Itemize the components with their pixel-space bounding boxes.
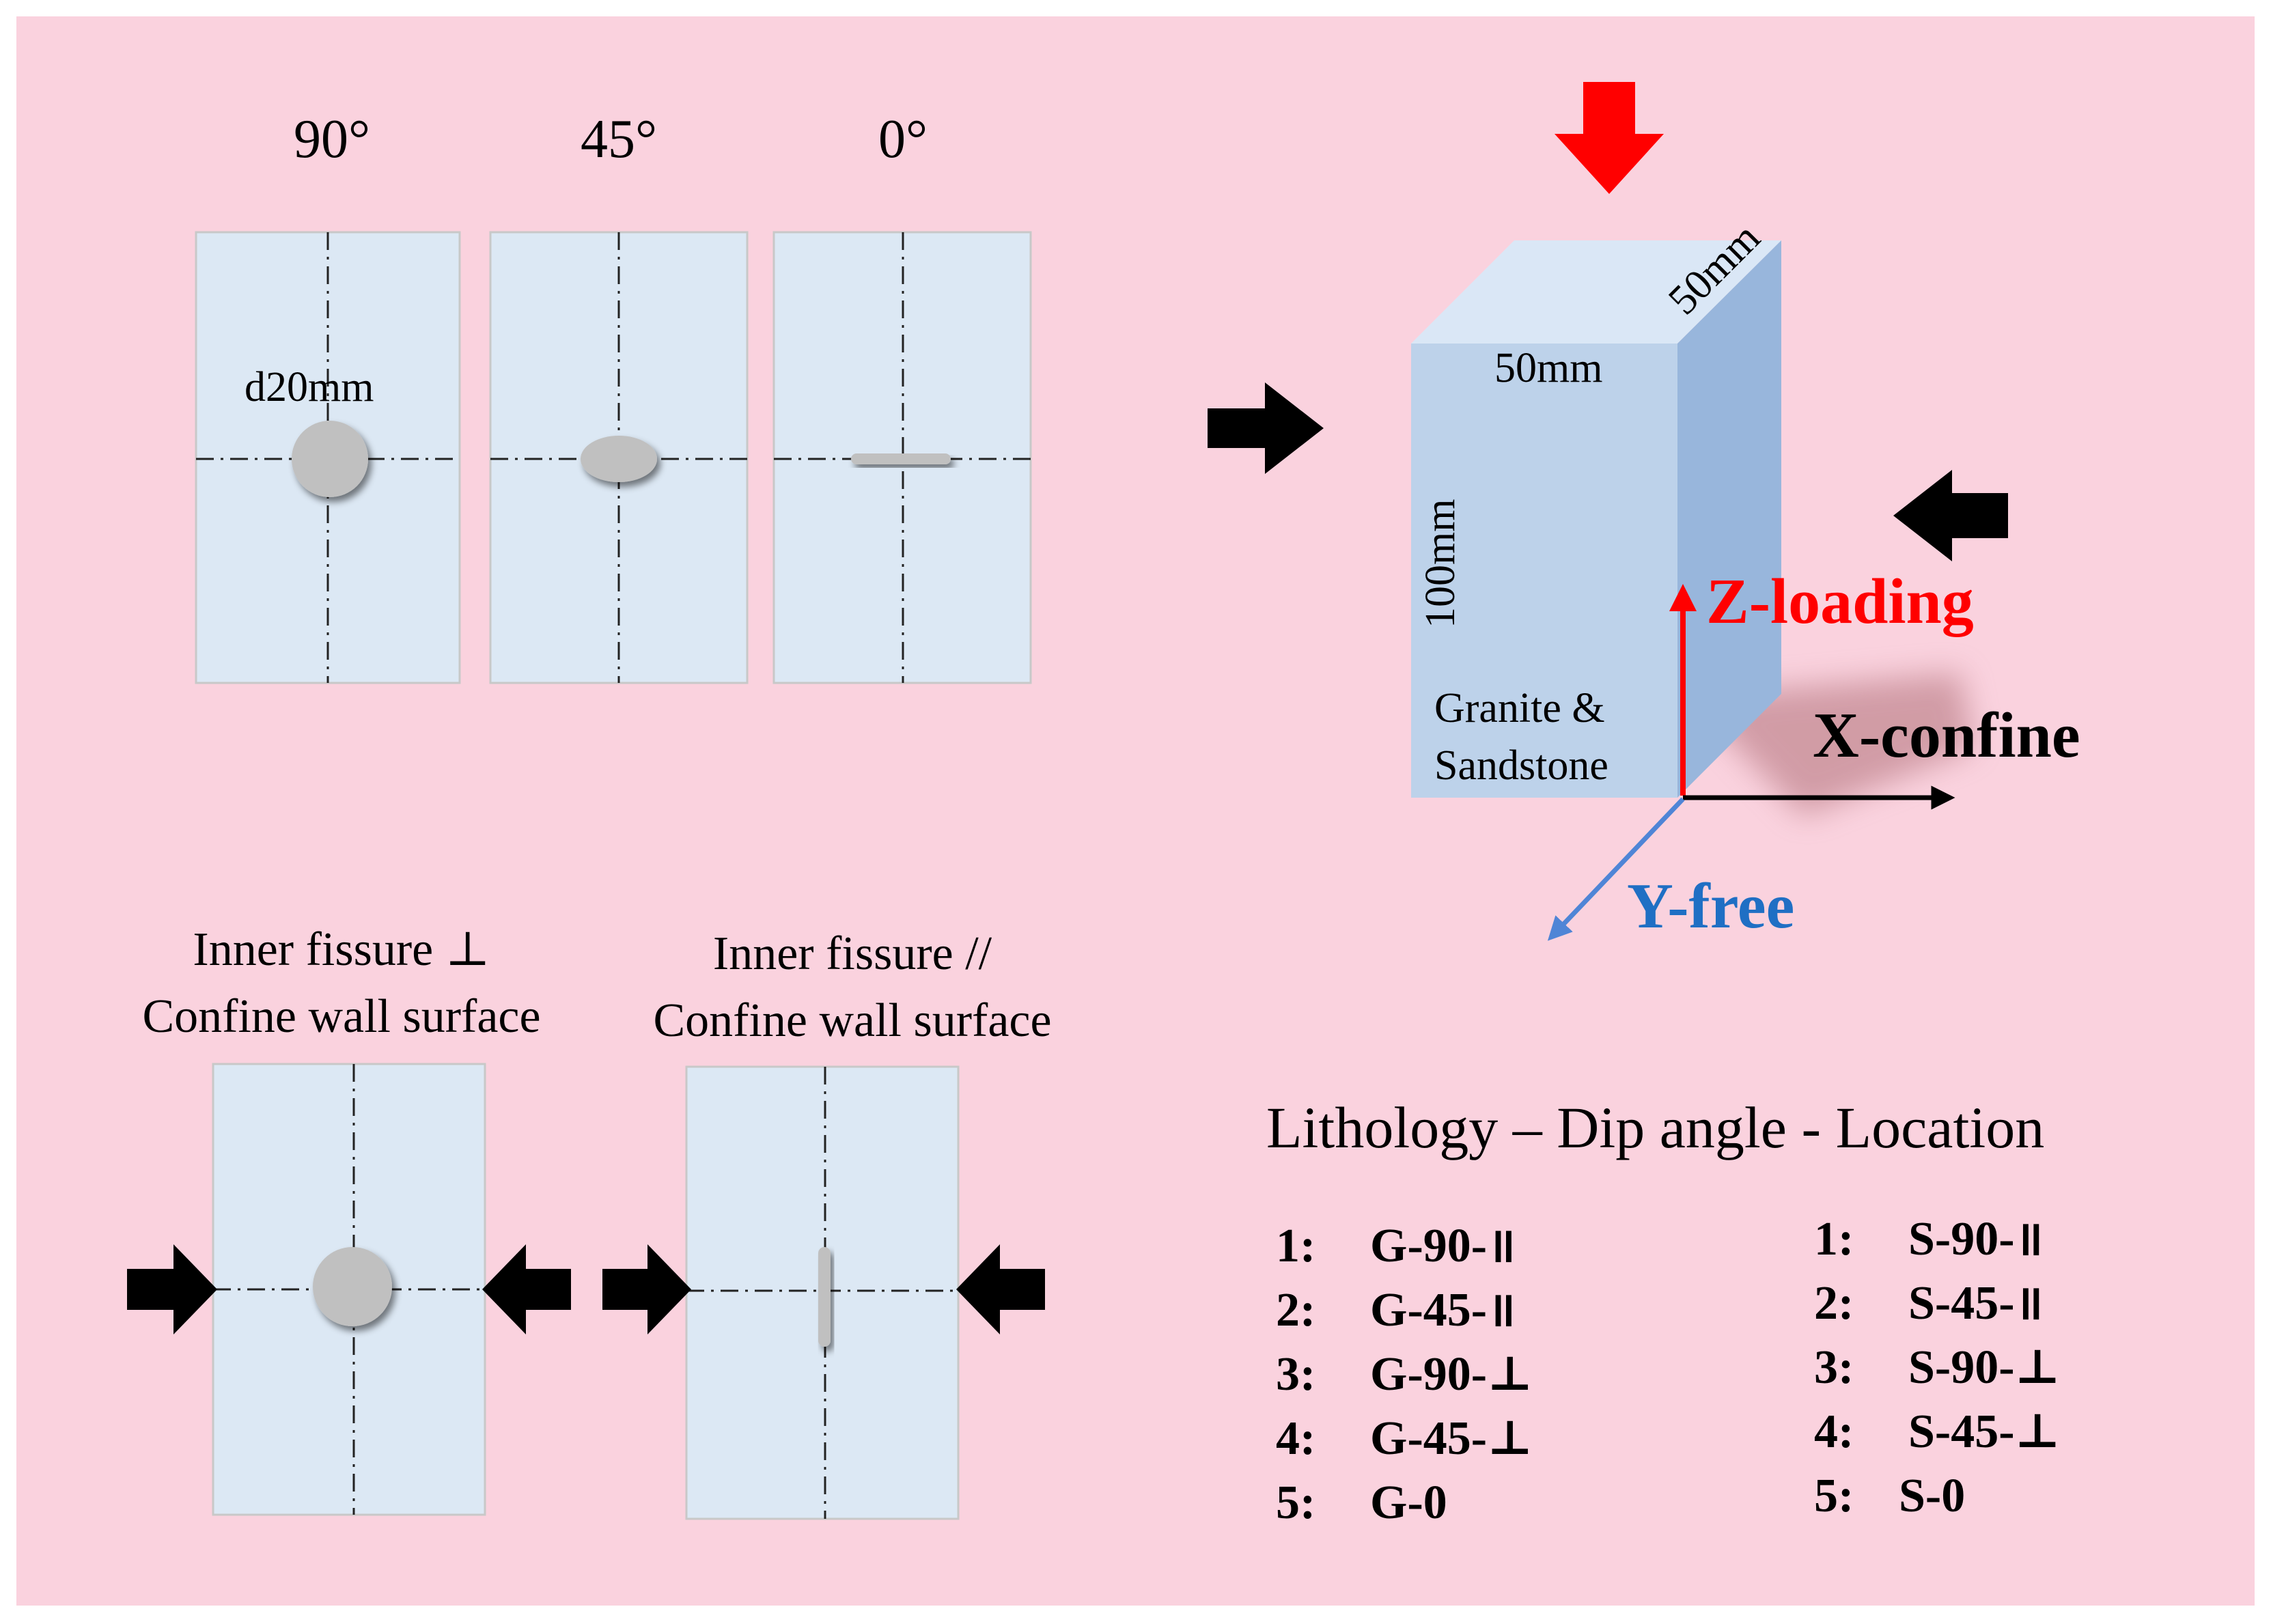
granite-code-num: 2: xyxy=(1276,1284,1316,1336)
sandstone-code: S-45-॥ xyxy=(1908,1277,2044,1330)
fissure-disc-0 xyxy=(851,453,951,464)
z-load-arrow xyxy=(1555,82,1664,194)
specimen-0deg xyxy=(772,231,1032,684)
granite-code: G-90-॥ xyxy=(1370,1220,1516,1272)
sandstone-code-num: 3: xyxy=(1814,1341,1854,1394)
angle-label-45: 45° xyxy=(581,109,657,169)
code-legend-title: Lithology – Dip angle - Location xyxy=(1266,1095,2045,1160)
angle-label-90: 90° xyxy=(294,109,370,169)
sandstone-code: S-90-⊥ xyxy=(1908,1341,2061,1394)
orientation-line-1: Inner fissure // xyxy=(712,927,992,980)
granite-code: G-90-⊥ xyxy=(1370,1348,1533,1401)
angle-label-0: 0° xyxy=(878,109,928,169)
x-confine-arrow-right xyxy=(1893,470,2008,561)
y-axis xyxy=(1547,797,1685,941)
fissure-disc-90 xyxy=(292,421,368,497)
granite-code-num: 1: xyxy=(1276,1220,1316,1272)
x-axis-label: X-confine xyxy=(1813,700,2080,771)
granite-code-num: 5: xyxy=(1276,1476,1316,1529)
material-line-2: Sandstone xyxy=(1434,742,1608,789)
sandstone-code: S-0 xyxy=(1899,1470,1966,1522)
cube-height-label: 100mm xyxy=(1417,499,1464,628)
orientation-title-parallel: Inner fissure // Confine wall surface xyxy=(653,921,1051,1054)
specimen-90deg xyxy=(195,231,461,684)
sandstone-code-num: 5: xyxy=(1814,1470,1854,1522)
granite-code: G-0 xyxy=(1370,1476,1447,1529)
orientation-line-1: Inner fissure ⊥ xyxy=(193,923,490,976)
fissure-disc-face xyxy=(313,1247,392,1326)
fissure-diameter-label: d20mm xyxy=(245,364,374,410)
orientation-line-2: Confine wall surface xyxy=(142,990,541,1043)
orientation-line-2: Confine wall surface xyxy=(653,994,1052,1047)
sandstone-code: S-90-॥ xyxy=(1908,1213,2044,1265)
sandstone-code-num: 2: xyxy=(1814,1277,1854,1330)
sandstone-code-num: 1: xyxy=(1814,1213,1854,1265)
orientation-title-perpendicular: Inner fissure ⊥ Confine wall surface xyxy=(142,916,540,1050)
cube-side-face xyxy=(1677,240,1781,798)
specimen-fissure-parallel xyxy=(685,1065,960,1520)
x-confine-arrow-left xyxy=(1208,382,1324,474)
z-axis-label: Z-loading xyxy=(1706,566,1974,637)
granite-code-num: 4: xyxy=(1276,1412,1316,1465)
fissure-disc-edge xyxy=(818,1247,831,1347)
specimen-fissure-perpendicular xyxy=(212,1063,486,1516)
confine-arrow-left-2 xyxy=(956,1244,1045,1334)
granite-code: G-45-⊥ xyxy=(1370,1412,1533,1465)
granite-code-num: 3: xyxy=(1276,1348,1316,1401)
specimen-45deg xyxy=(489,231,749,684)
material-line-1: Granite & xyxy=(1434,685,1605,731)
sandstone-code: S-45-⊥ xyxy=(1908,1405,2061,1458)
cube-front-face xyxy=(1411,344,1677,798)
y-axis-label: Y-free xyxy=(1627,871,1795,942)
cube-top-face xyxy=(1411,240,1781,344)
sandstone-code-num: 4: xyxy=(1814,1405,1854,1458)
confine-arrow-right-1 xyxy=(127,1244,217,1334)
fissure-disc-45 xyxy=(581,436,657,482)
cube-width-label: 50mm xyxy=(1494,345,1603,391)
cube-material-label: Granite & Sandstone xyxy=(1434,680,1608,794)
confine-arrow-left-1 xyxy=(482,1244,571,1334)
confine-arrow-right-2 xyxy=(602,1244,691,1334)
granite-code: G-45-॥ xyxy=(1370,1284,1516,1336)
specimen-cube xyxy=(1411,240,1781,798)
